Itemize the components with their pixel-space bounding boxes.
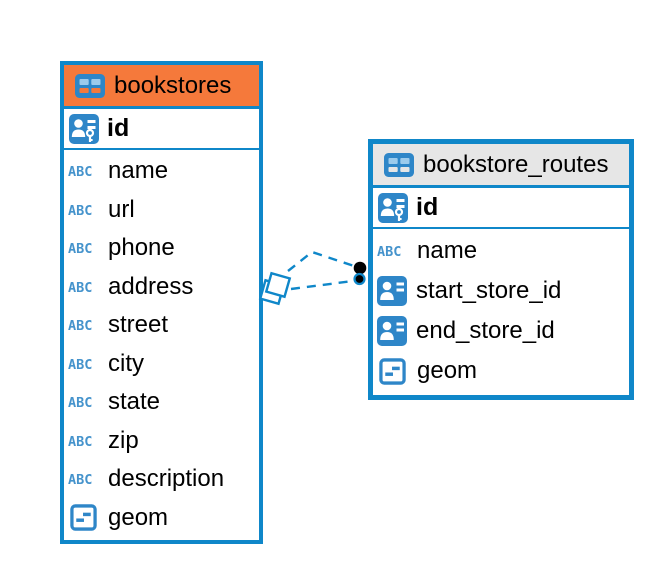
text-type-icon: ABC (68, 241, 93, 257)
column-name: phone (108, 234, 175, 262)
column-name: name (417, 237, 478, 264)
column-row-geom[interactable]: geom (64, 499, 259, 538)
entity-bookstore-routes[interactable]: bookstore_routes id ABC name start_store… (368, 139, 634, 400)
column-name: geom (108, 503, 169, 531)
column-name: id (107, 114, 130, 142)
column-name: zip (108, 426, 139, 454)
text-type-icon: ABC (68, 318, 93, 334)
column-row-end-store-id[interactable]: end_store_id (373, 311, 629, 351)
entity-title: bookstore_routes (423, 150, 609, 178)
column-name: city (108, 349, 144, 377)
entity-bookstores[interactable]: bookstores id ABC name ABC url ABC phone… (60, 61, 263, 544)
text-type-icon: ABC (68, 279, 93, 296)
column-name: street (108, 311, 169, 339)
relationship-line-1[interactable] (287, 250, 355, 272)
entity-header-bookstores[interactable]: bookstores (64, 65, 259, 109)
column-row-city[interactable]: ABC city (64, 345, 259, 384)
column-row-start-store-id[interactable]: start_store_id (373, 271, 629, 311)
column-list: ABC name start_store_id end_store_id geo… (373, 229, 629, 395)
column-row-street[interactable]: ABC street (64, 306, 259, 345)
column-row-name[interactable]: ABC name (373, 231, 629, 271)
column-row-id[interactable]: id (64, 109, 259, 150)
column-row-address[interactable]: ABC address (64, 268, 259, 307)
column-list: ABC name ABC url ABC phone ABC address A… (64, 150, 259, 540)
text-type-icon: ABC (68, 472, 93, 488)
column-row-url[interactable]: ABC url (64, 191, 259, 230)
column-row-description[interactable]: ABC description (64, 460, 259, 499)
column-row-zip[interactable]: ABC zip (64, 422, 259, 461)
relationship-target-dot-markers[interactable] (353, 261, 367, 286)
column-row-id[interactable]: id (373, 188, 629, 229)
text-type-icon: ABC (68, 202, 93, 219)
column-name: state (108, 388, 161, 416)
column-row-state[interactable]: ABC state (64, 383, 259, 422)
column-name: geom (417, 357, 478, 384)
text-type-icon: ABC (68, 164, 93, 180)
entity-header-bookstore-routes[interactable]: bookstore_routes (373, 144, 629, 188)
entity-title: bookstores (114, 71, 232, 99)
column-name: url (108, 195, 135, 223)
column-name: address (108, 272, 194, 300)
column-name: id (416, 193, 439, 221)
text-type-icon: ABC (377, 243, 402, 260)
text-type-icon: ABC (68, 356, 93, 373)
column-name: description (108, 465, 225, 493)
column-row-name[interactable]: ABC name (64, 152, 259, 191)
column-row-geom[interactable]: geom (373, 351, 629, 391)
relationship-line-2[interactable] (290, 279, 354, 291)
column-name: name (108, 157, 169, 185)
column-name: end_store_id (416, 317, 555, 344)
relationship-source-diamond-marker[interactable] (258, 271, 292, 306)
text-type-icon: ABC (68, 433, 93, 450)
column-name: start_store_id (416, 277, 562, 304)
text-type-icon: ABC (68, 395, 93, 411)
column-row-phone[interactable]: ABC phone (64, 229, 259, 268)
